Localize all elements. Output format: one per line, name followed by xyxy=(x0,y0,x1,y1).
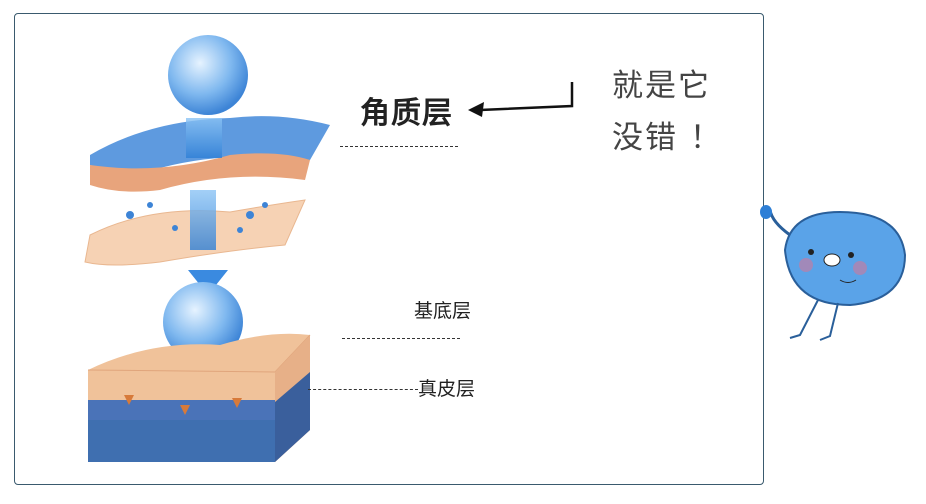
basal-layer-label: 基底层 xyxy=(414,300,472,322)
stratum-corneum-label: 角质层 xyxy=(360,96,453,131)
pointer-arrow xyxy=(479,82,574,112)
divider-dash xyxy=(308,389,418,390)
divider-dash xyxy=(340,146,458,147)
dermis-label: 真皮层 xyxy=(418,378,476,400)
mascot[interactable] xyxy=(760,205,907,341)
water-molecule xyxy=(168,35,248,115)
callout-line-2: 没错 ！ xyxy=(612,120,723,156)
water-column xyxy=(186,118,222,158)
callout-line-1: 就是它 xyxy=(612,68,711,104)
divider-dash xyxy=(342,338,460,339)
